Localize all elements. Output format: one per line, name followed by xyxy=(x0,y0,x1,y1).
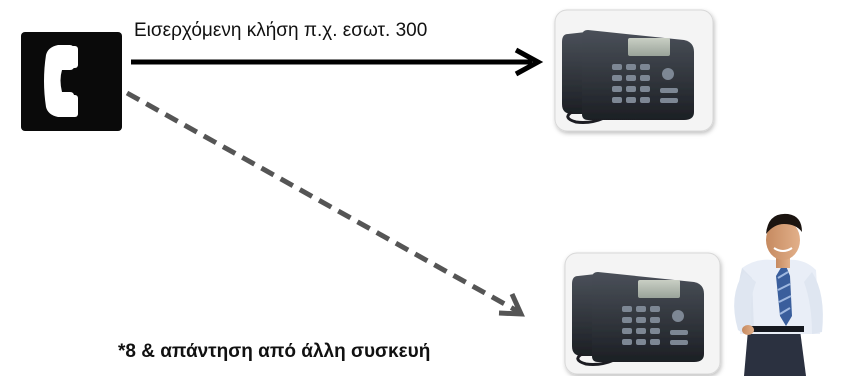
pickup-arrow xyxy=(125,90,525,317)
incoming-call-label: Εισερχόμενη κλήση π.χ. εσωτ. 300 xyxy=(134,20,428,41)
telephone-handset-icon xyxy=(21,32,122,131)
businessman-figure xyxy=(734,213,823,376)
incoming-call-arrow xyxy=(131,47,544,77)
ip-phone-target xyxy=(554,9,714,132)
pickup-label: *8 & απάντηση από άλλη συσκευή xyxy=(118,341,431,362)
ip-phone-pickup xyxy=(564,252,721,375)
